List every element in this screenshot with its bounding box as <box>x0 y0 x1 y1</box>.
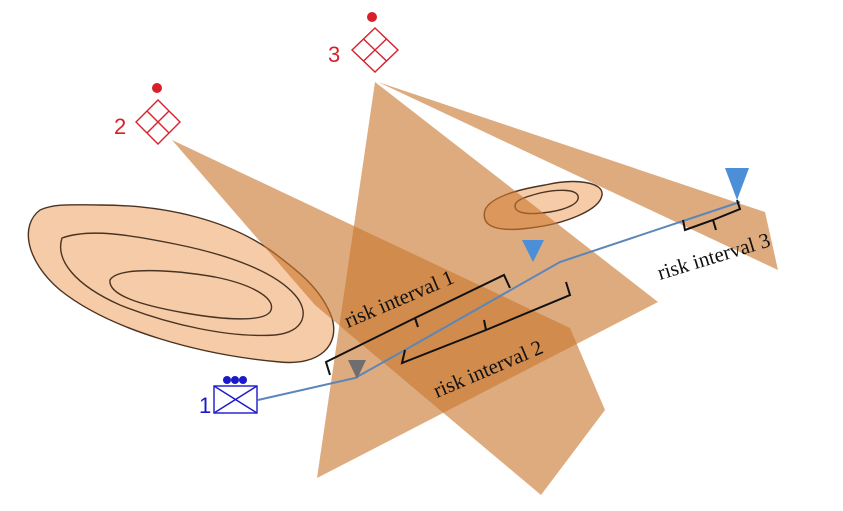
friendly-unit-1-label: 1 <box>199 393 211 418</box>
risk-interval-bracket-1 <box>324 273 511 376</box>
threat-sector-unit-2 <box>172 140 605 495</box>
unit-strength-dots <box>223 376 247 384</box>
route-marker-triangle-gray <box>348 360 366 379</box>
threat-unit-3: 3 <box>328 12 400 73</box>
friendly-unit-1: 1 <box>199 376 258 418</box>
threat-sector-unit-3-wide <box>317 82 658 478</box>
threat-unit-2-label: 2 <box>114 114 126 139</box>
risk-interval-bracket-3 <box>682 199 742 232</box>
friendly-unit-rectangle-icon <box>213 385 258 414</box>
enemy-unit-diamond-icon <box>135 99 181 145</box>
unit-strength-dot <box>367 12 377 22</box>
terrain-contour-inner <box>109 269 273 320</box>
terrain-hill-large <box>27 204 335 364</box>
unit-strength-dot <box>152 83 162 93</box>
threat-unit-3-label: 3 <box>328 42 340 67</box>
threat-unit-2: 2 <box>114 83 181 145</box>
route-marker-triangle-blue <box>725 168 749 200</box>
risk-interval-bracket-2 <box>400 281 572 365</box>
route-marker-triangle-blue <box>522 240 544 262</box>
enemy-unit-diamond-icon <box>350 27 400 73</box>
